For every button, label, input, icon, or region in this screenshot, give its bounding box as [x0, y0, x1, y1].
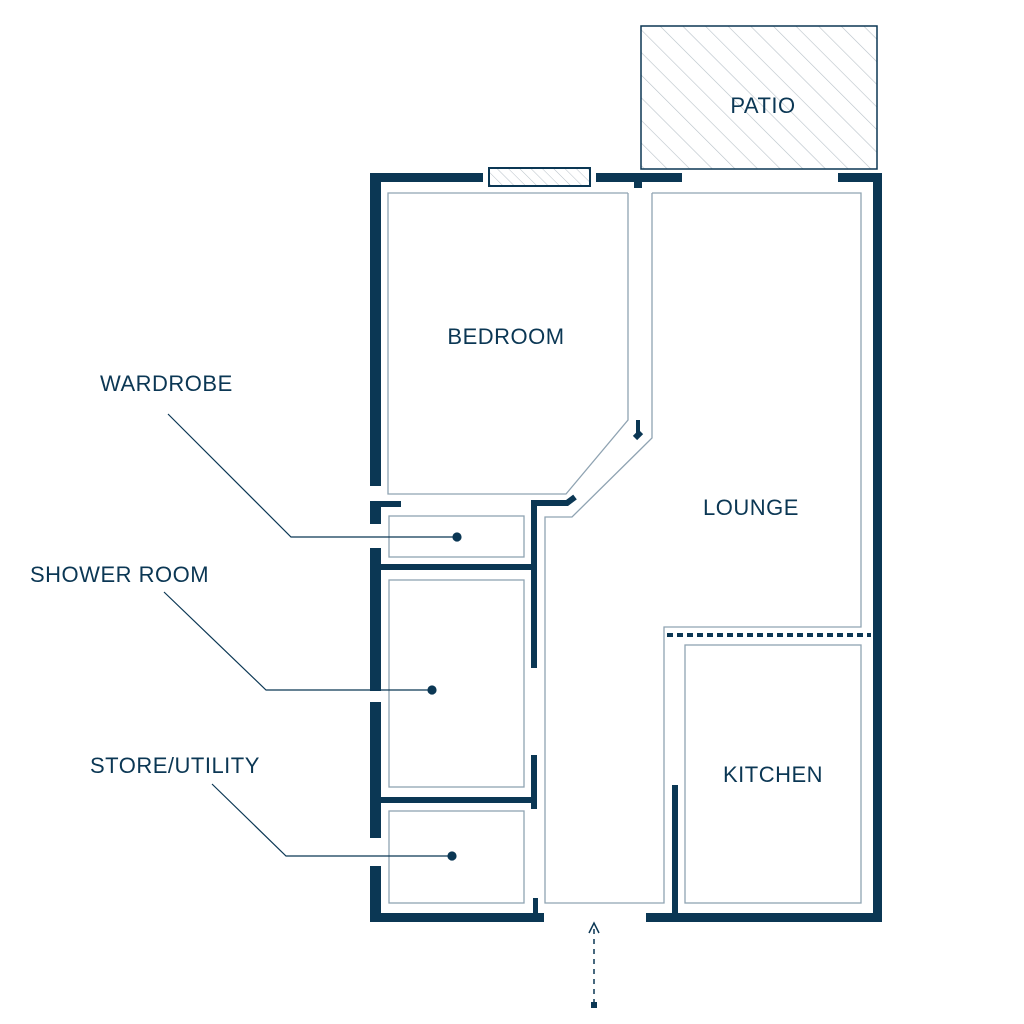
store-utility-leader	[211, 783, 452, 857]
callout-leaders	[163, 413, 462, 861]
lounge-label: LOUNGE	[703, 495, 799, 520]
shower-room-callout-label: SHOWER ROOM	[30, 562, 209, 587]
shower-room-outline	[388, 579, 525, 788]
bedroom-label: BEDROOM	[447, 324, 564, 349]
patio-label: PATIO	[730, 93, 795, 118]
store-utility-callout-label: STORE/UTILITY	[90, 753, 260, 778]
lounge-outline	[544, 192, 862, 904]
bedroom-window	[488, 167, 591, 187]
patio-area	[640, 25, 878, 170]
shower-room-leader	[163, 591, 432, 691]
wardrobe-callout-label: WARDROBE	[100, 371, 233, 396]
store-utility-outline	[388, 810, 525, 904]
walls	[370, 173, 882, 922]
entrance-arrow	[588, 921, 600, 1008]
kitchen-label: KITCHEN	[723, 762, 823, 787]
interior-outlines	[387, 192, 862, 904]
wardrobe-leader	[167, 413, 457, 538]
kitchen-outline	[684, 644, 862, 904]
bedroom-outline	[387, 192, 629, 495]
